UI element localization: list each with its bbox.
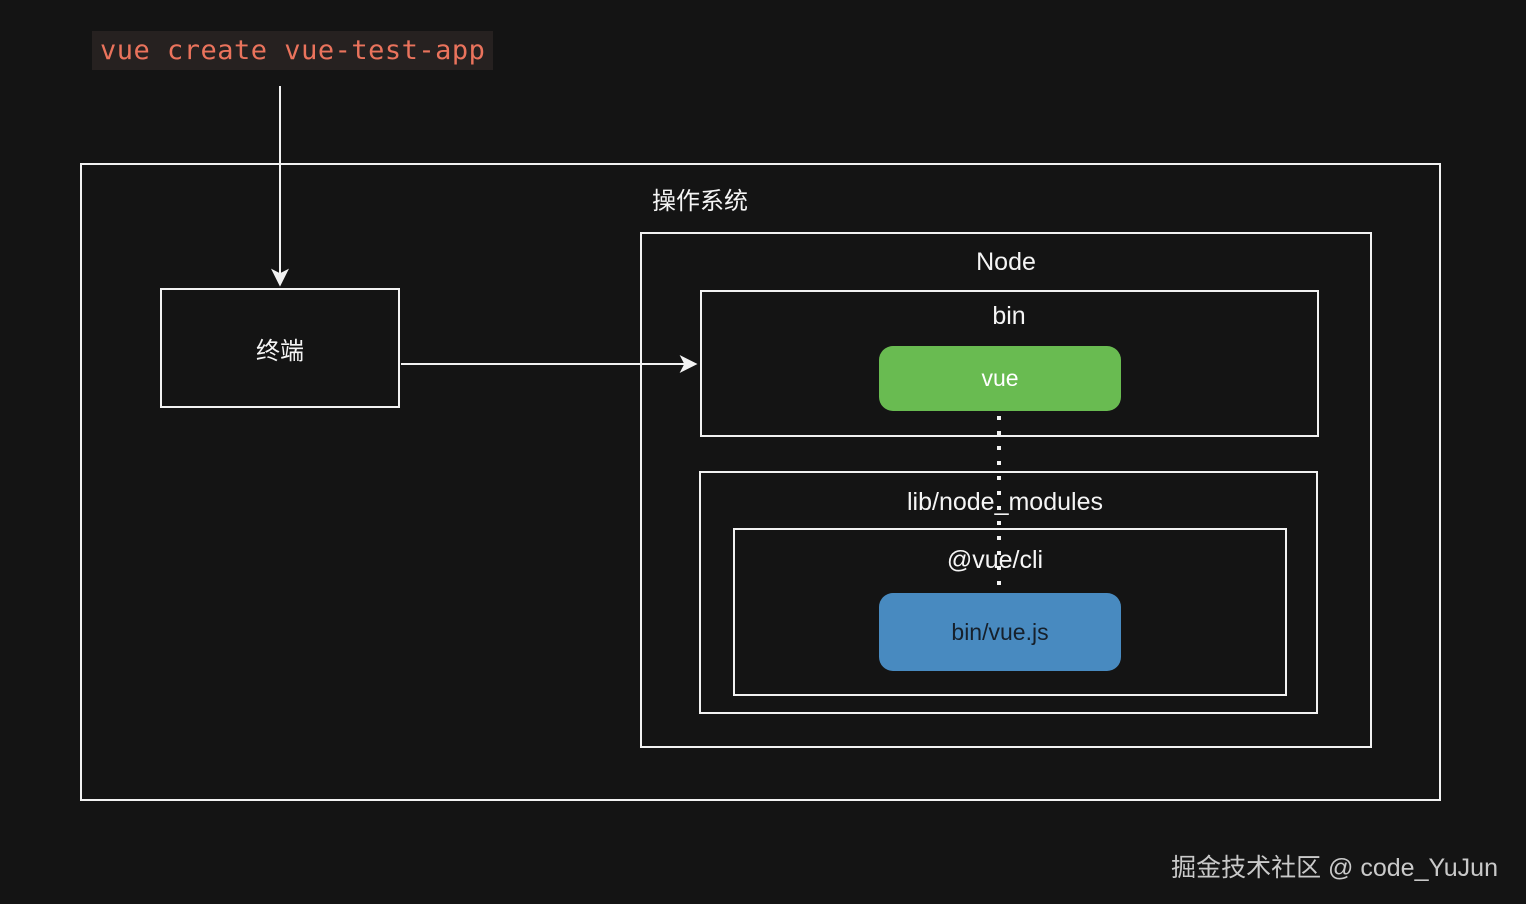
- node-box: [640, 232, 1372, 748]
- terminal-command: vue create vue-test-app: [92, 31, 494, 70]
- os-box: [80, 163, 1441, 801]
- terminal-box: 终端: [160, 288, 400, 408]
- terminal-label: 终端: [256, 337, 304, 365]
- watermark: 掘金技术社区 @ code_YuJun: [1171, 854, 1498, 882]
- lib-node-modules-box: [699, 471, 1318, 714]
- vue-node-label: vue: [981, 365, 1019, 391]
- vue-cli-box: [733, 528, 1287, 696]
- bin-vuejs-node: bin/vue.js: [879, 593, 1121, 671]
- bin-vuejs-node-label: bin/vue.js: [951, 618, 1049, 645]
- node-label: Node: [976, 248, 1036, 276]
- vue-cli-label: @vue/cli: [946, 546, 1044, 574]
- os-label: 操作系统: [652, 188, 748, 215]
- lib-node-modules-label: lib/node_modules: [907, 488, 1103, 516]
- bin-label: bin: [992, 302, 1026, 330]
- bin-box: [700, 290, 1319, 437]
- vue-node: vue: [879, 346, 1121, 411]
